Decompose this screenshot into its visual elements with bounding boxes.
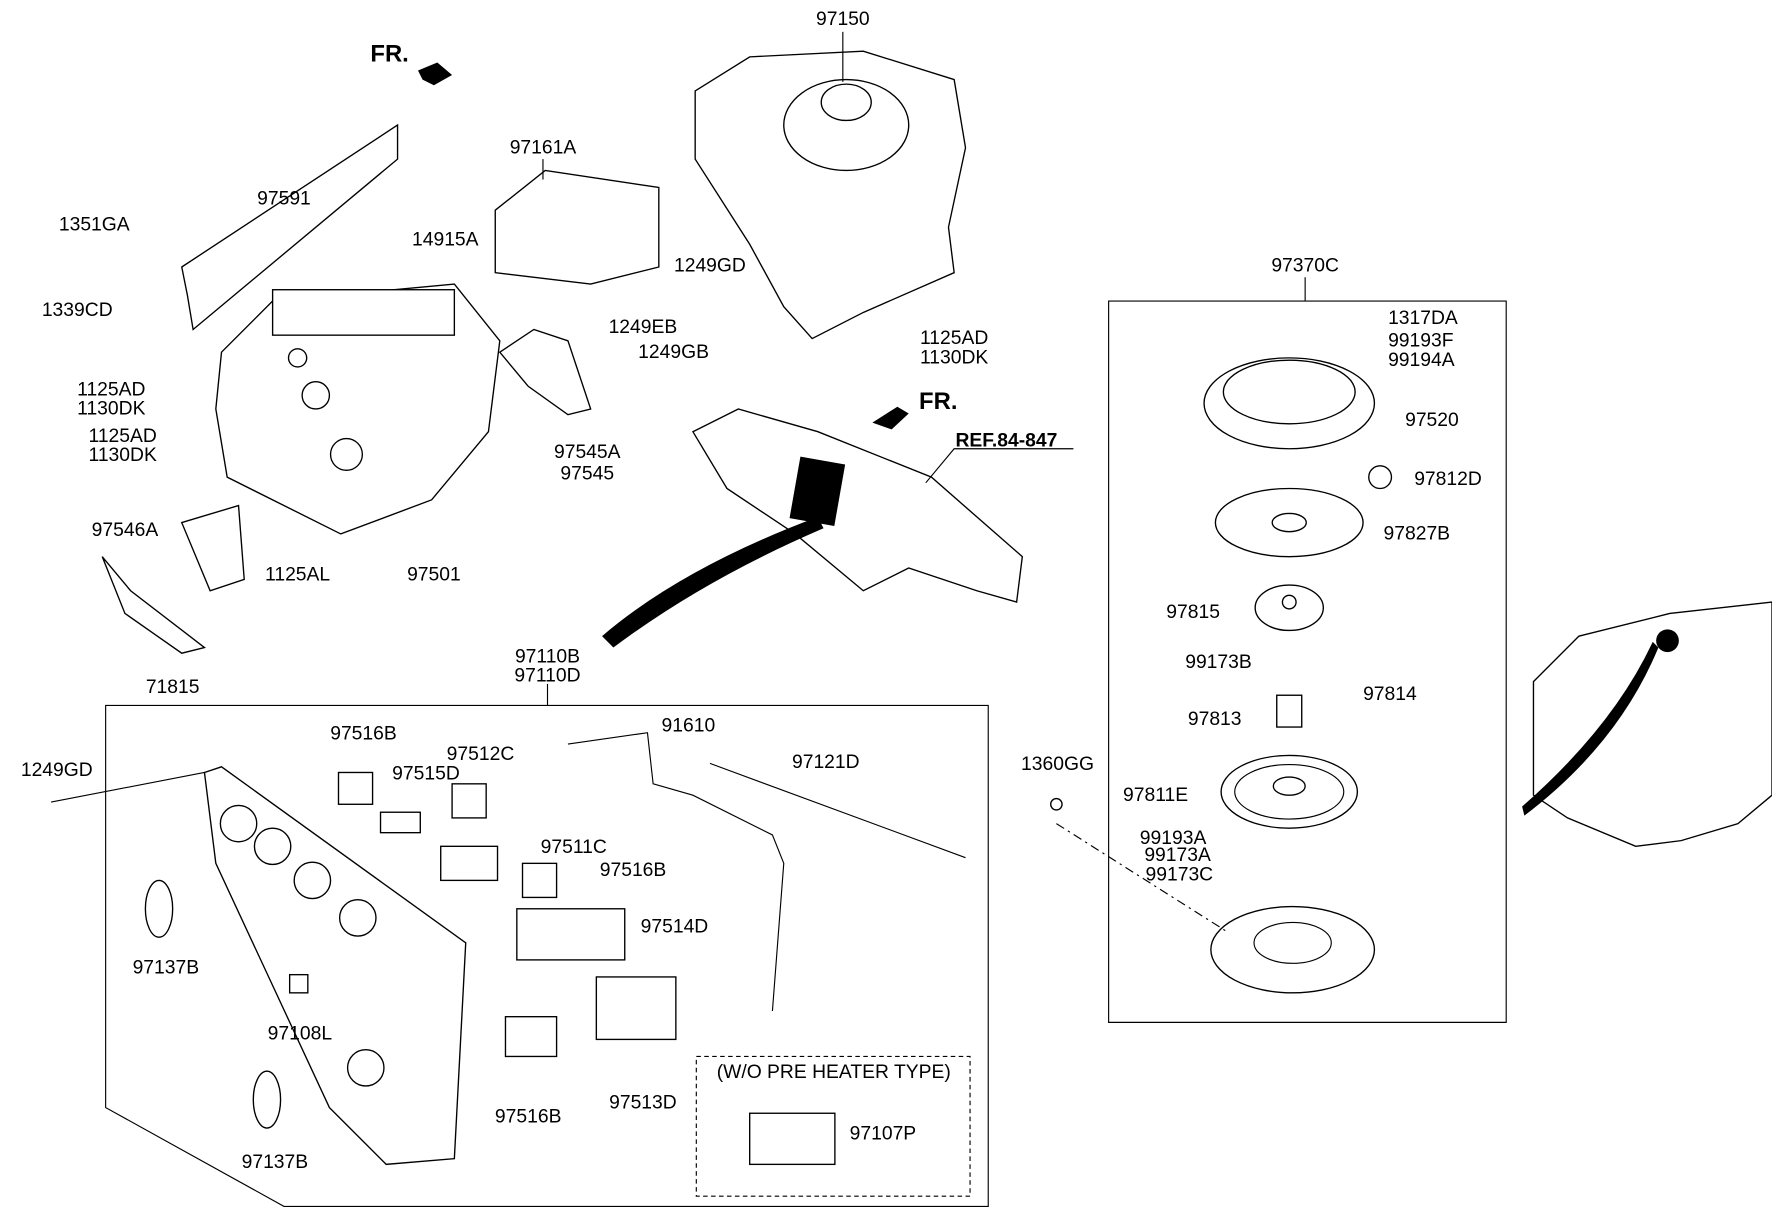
part-label: 97811E (1123, 785, 1188, 806)
part-label: 99193A (1140, 828, 1207, 849)
part-label: 97512C (447, 744, 515, 765)
part-label: 1351GA (59, 215, 130, 236)
rear-cooler-frame (1108, 277, 1507, 1023)
part-label: 97514D (641, 917, 709, 938)
part-label: 97545 (560, 463, 614, 484)
part-label: 99173B (1185, 652, 1252, 673)
part-label: 1249EB (609, 317, 678, 338)
front-arrow-icon (418, 62, 453, 86)
pre-heater-frame (695, 1055, 971, 1197)
part-label: 1125AD (77, 379, 145, 400)
van-illustration (1522, 601, 1772, 848)
part-label: 1249GB (638, 342, 709, 363)
part-label: 97511C (541, 837, 607, 858)
dashboard (602, 408, 1074, 648)
part-label: 97545A (554, 442, 621, 463)
part-label: 1317DA (1388, 308, 1458, 329)
part-label: 97813 (1188, 709, 1242, 730)
front-direction-label: FR. (919, 388, 957, 415)
part-label: 1125AD (89, 426, 157, 447)
part-label: 97370C (1271, 256, 1339, 277)
part-label: 97108L (268, 1023, 333, 1044)
part-label: 97814 (1363, 684, 1417, 705)
part-label: 1130DK (920, 348, 988, 369)
part-label: 97815 (1166, 602, 1220, 623)
part-label: 97150 (816, 9, 870, 30)
part-label: 99194A (1388, 350, 1455, 371)
part-label: 97110D (514, 666, 580, 687)
part-label: 97110B (515, 646, 580, 667)
front-arrow-icon (872, 406, 909, 430)
part-label: 1360GG (1021, 754, 1094, 775)
part-label: 97812D (1414, 469, 1482, 490)
part-label: 97513D (609, 1093, 677, 1114)
part-label: 1130DK (77, 399, 145, 420)
part-label: 97137B (242, 1152, 309, 1173)
reference-link[interactable]: REF.84-847 (955, 430, 1057, 451)
part-label: 97516B (600, 860, 667, 881)
part-label: 1249GD (21, 760, 93, 781)
rear-cooler-parts (1050, 357, 1393, 994)
part-label: 1125AD (920, 328, 988, 349)
front-direction-label: FR. (370, 40, 408, 67)
part-label: 99193F (1388, 331, 1454, 352)
part-label: 1125AL (265, 565, 330, 586)
part-label: 1249GD (674, 256, 746, 277)
part-label: 97520 (1405, 410, 1459, 431)
duct (494, 159, 660, 285)
part-label: 97516B (330, 724, 397, 745)
part-label: 97137B (133, 958, 200, 979)
part-label: 97516B (495, 1106, 562, 1127)
part-label: 14915A (412, 229, 479, 250)
pre-heater-note: (W/O PRE HEATER TYPE) (717, 1062, 951, 1083)
heater-unit (101, 123, 592, 654)
heater-control-frame (105, 683, 989, 1207)
part-label: 97501 (407, 565, 461, 586)
part-label: 97827B (1384, 524, 1451, 545)
part-label: 1130DK (89, 445, 157, 466)
part-label: 97107P (850, 1123, 917, 1144)
part-label: 97515D (392, 763, 460, 784)
heater-control-parts (51, 732, 966, 1166)
part-label: 99173A (1144, 845, 1211, 866)
part-label: 97121D (792, 752, 860, 773)
part-label: 97161A (510, 137, 577, 158)
part-label: 1339CD (42, 300, 113, 321)
part-label: 97546A (92, 520, 159, 541)
part-label: 97591 (257, 189, 311, 210)
part-label: 71815 (146, 677, 200, 698)
part-label: 91610 (662, 716, 716, 737)
blower-unit (694, 31, 967, 340)
part-label: 99173C (1146, 864, 1214, 885)
